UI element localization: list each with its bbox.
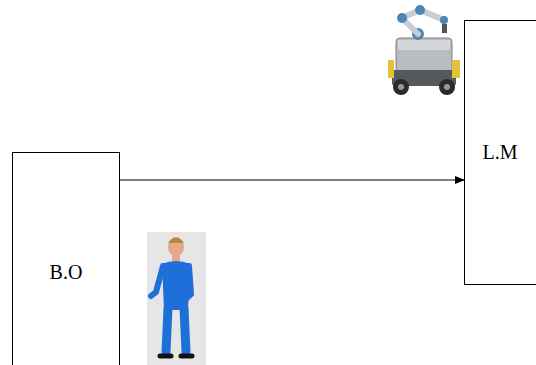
process-box: L.M <box>464 20 536 285</box>
robot-illustration <box>388 5 460 95</box>
human-illustration <box>147 232 206 365</box>
box-label: B.O <box>50 261 83 284</box>
process-box: B.O <box>12 152 120 365</box>
arrow-connector <box>120 180 464 181</box>
box-label: L.M <box>483 141 518 164</box>
